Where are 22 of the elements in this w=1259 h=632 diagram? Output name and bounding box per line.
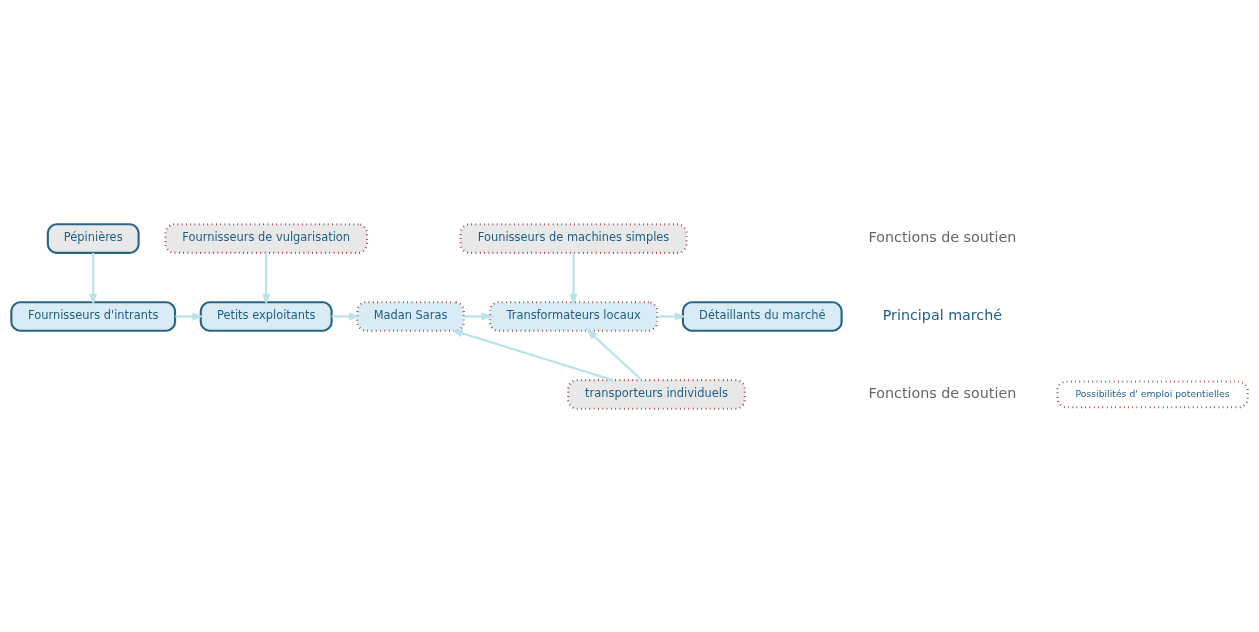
arrow: [569, 252, 578, 305]
node-box: Petits exploitants: [199, 300, 333, 332]
arrow: [331, 312, 361, 320]
node-box: Fournisseurs de vulgarisation: [164, 222, 369, 254]
node-box: Madan Saras: [356, 300, 465, 332]
node-box: Founisseurs de machines simples: [459, 222, 688, 254]
label: Fonctions de soutien: [868, 228, 1017, 245]
label: Fonctions de soutien: [868, 384, 1017, 401]
arrow: [262, 252, 271, 305]
legend-label: Possibilités d' emploi potentielles: [1075, 387, 1230, 399]
arrow: [657, 312, 687, 320]
node-box: Pépinières: [46, 222, 140, 254]
node-box: Fournisseurs d'intrants: [10, 300, 177, 332]
arrow: [464, 312, 493, 320]
arrow: [89, 252, 98, 305]
arrow: [586, 328, 643, 381]
node-box: Détaillants du marché: [681, 300, 843, 332]
label: Principal marché: [882, 306, 1003, 323]
node-box: transporteurs individuels: [567, 378, 746, 410]
node-box: Transformateurs locaux: [488, 300, 659, 332]
arrow: [451, 328, 614, 381]
arrow: [175, 312, 204, 320]
